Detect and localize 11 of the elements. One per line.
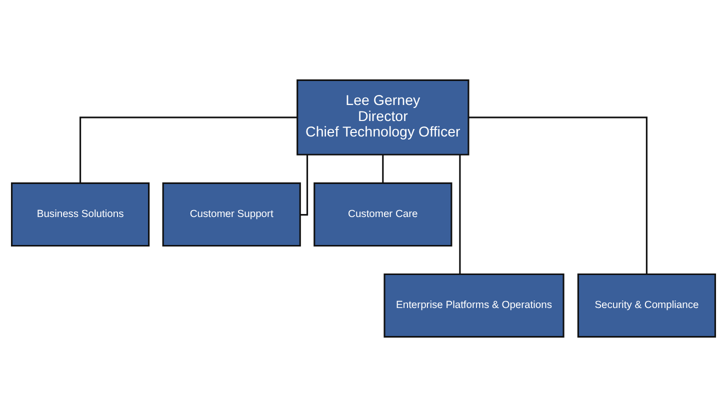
node-box: Business Solutions [10, 182, 150, 247]
node-box: Customer Support [162, 182, 301, 247]
node-box: Customer Care [314, 182, 452, 247]
connector [382, 154, 384, 184]
connector [300, 154, 308, 216]
connector [468, 116, 648, 274]
node-box: Lee Gerney Director Chief Technology Officer [296, 79, 470, 156]
connector [80, 116, 298, 183]
node-box: Security & Compliance [577, 273, 716, 338]
node-box: Enterprise Platforms & Operations [384, 273, 564, 338]
connector [459, 154, 461, 274]
